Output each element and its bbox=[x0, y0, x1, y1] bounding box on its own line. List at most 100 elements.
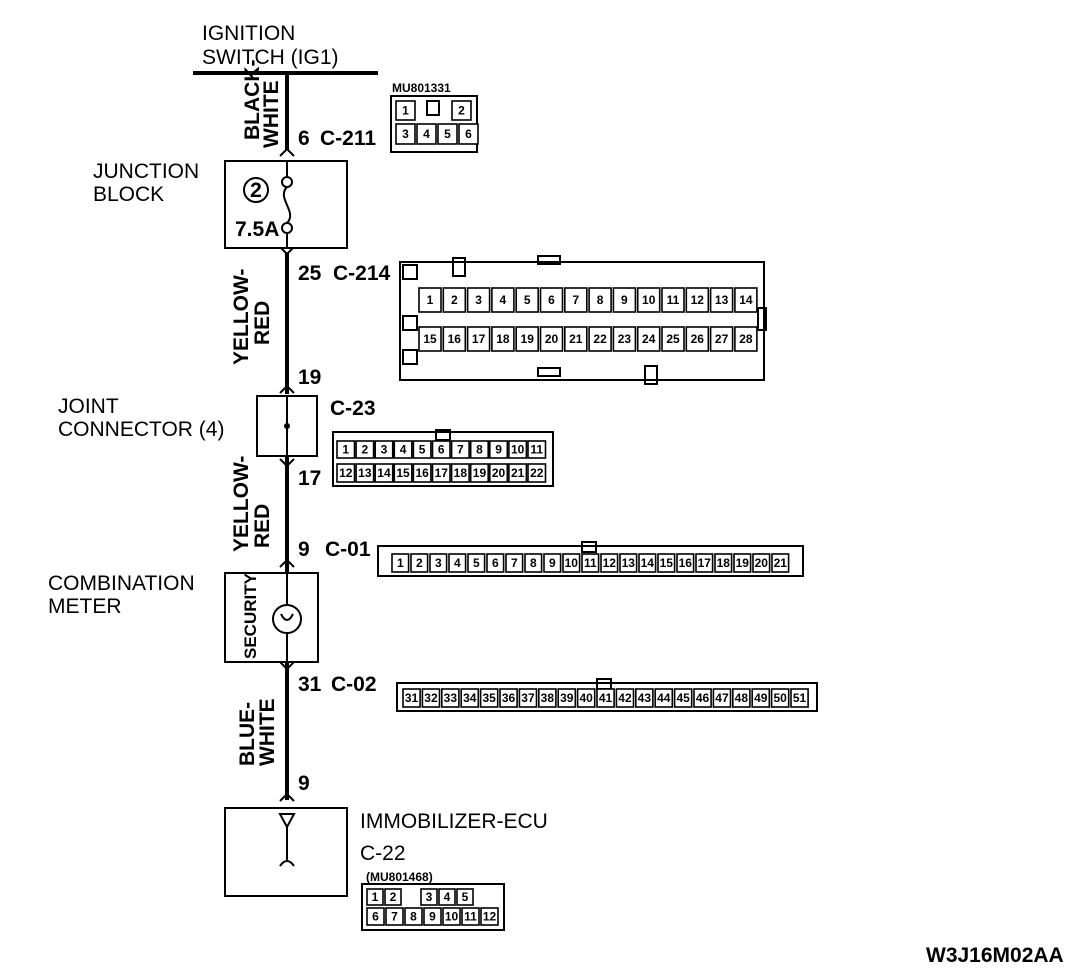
connector-pin-cell bbox=[638, 553, 657, 573]
connector-pin-number: 17 bbox=[698, 556, 712, 570]
c22-part-number: (MU801468) bbox=[366, 870, 433, 884]
connector-pin-cell bbox=[336, 440, 356, 459]
connector-pin-number: 45 bbox=[676, 691, 690, 705]
connector-pin-cell bbox=[491, 326, 515, 352]
connector-pin-number: 21 bbox=[774, 556, 788, 570]
connector-pin-number: 5 bbox=[473, 556, 480, 570]
connector-pin-cell bbox=[508, 440, 528, 459]
connector-pin-cell bbox=[527, 440, 547, 459]
connector-pin-cell bbox=[518, 688, 538, 708]
connector-pin-cell bbox=[636, 326, 661, 352]
connector-pin-cell bbox=[714, 553, 733, 573]
connector-pin-cell bbox=[685, 326, 710, 352]
connector-pin-number: 21 bbox=[569, 332, 583, 346]
immobilizer-connector-id: C-22 bbox=[360, 842, 406, 865]
connector-pin-cell bbox=[515, 287, 540, 313]
connector-pin-number: 7 bbox=[457, 443, 464, 457]
connector-pin-number: 4 bbox=[454, 556, 461, 570]
connector-pin-cell bbox=[734, 326, 758, 352]
connector-pin-cell bbox=[734, 287, 758, 313]
connector-pin-cell bbox=[450, 440, 470, 459]
connector-pin-number: 13 bbox=[622, 556, 636, 570]
wire-color-label-4b: WHITE bbox=[256, 698, 279, 766]
connector-pin-cell bbox=[733, 553, 752, 573]
connector-pin-cell bbox=[486, 553, 505, 573]
connector-pin-number: 15 bbox=[396, 466, 410, 480]
connector-pin-number: 15 bbox=[660, 556, 674, 570]
joint-connector-label-2: CONNECTOR (4) bbox=[58, 418, 224, 441]
connector-pin-number: 11 bbox=[667, 293, 680, 307]
wire-color-label-1a: BLACK- bbox=[241, 60, 264, 140]
connector-pin-cell bbox=[467, 553, 486, 573]
connector-pin-number: 1 bbox=[402, 104, 409, 118]
connector-pin-cell bbox=[508, 463, 528, 483]
connector-pin-cell bbox=[557, 688, 577, 708]
connector-pin-number: 13 bbox=[715, 293, 729, 307]
connector-pin-number: 46 bbox=[696, 691, 710, 705]
junction-block-label-1: JUNCTION bbox=[93, 160, 199, 183]
connector-pin-number: 44 bbox=[657, 691, 671, 705]
connector-pin-cell bbox=[393, 440, 413, 459]
connector-pin-number: 21 bbox=[511, 466, 525, 480]
connector-pin-number: 5 bbox=[524, 293, 531, 307]
connector-pin-cell bbox=[412, 440, 432, 459]
connector-pin-cell bbox=[612, 287, 637, 313]
connector-pin-cell bbox=[410, 553, 429, 573]
connector-pin-number: 6 bbox=[438, 443, 445, 457]
connector-pin-number: 18 bbox=[717, 556, 731, 570]
connector-pin-number: 16 bbox=[679, 556, 693, 570]
connector-pin-cell bbox=[751, 688, 771, 708]
connector-pin-number: 37 bbox=[521, 691, 535, 705]
connector-pin-cell bbox=[423, 907, 442, 926]
connector-pin-number: 12 bbox=[339, 466, 353, 480]
connector-pin-number: 6 bbox=[492, 556, 499, 570]
wire-color-label-2b: RED bbox=[251, 301, 274, 345]
connector-pin-cell bbox=[657, 553, 676, 573]
connector-pin-number: 7 bbox=[572, 293, 579, 307]
connector-pin-cell bbox=[418, 287, 442, 313]
connector-pin-cell bbox=[712, 688, 732, 708]
connector-key bbox=[426, 100, 440, 116]
wire-color-label-2a: YELLOW- bbox=[230, 269, 253, 365]
connector-pin-cell bbox=[421, 688, 441, 708]
connector-pin-cell bbox=[461, 907, 480, 926]
wire-color-label-4a: BLUE- bbox=[236, 702, 259, 766]
connector-pin-number: 15 bbox=[423, 332, 437, 346]
connector-pin-cell bbox=[440, 688, 460, 708]
wire-color-label-3a: YELLOW- bbox=[230, 456, 253, 552]
connector-pin-cell bbox=[685, 287, 710, 313]
connector-pin-number: 14 bbox=[739, 293, 753, 307]
connector-pin-cell bbox=[393, 463, 413, 483]
connector-pin-cell bbox=[438, 888, 456, 906]
connector-pin-cell bbox=[366, 888, 384, 906]
ignition-switch-label-1: IGNITION bbox=[202, 22, 295, 45]
connector-pin-cell bbox=[695, 553, 714, 573]
connector-pin-cell bbox=[619, 553, 638, 573]
connector-pin-number: 14 bbox=[641, 556, 655, 570]
connector-pin-cell bbox=[581, 553, 600, 573]
connector-pin-cell bbox=[442, 326, 467, 352]
connector-pin-cell bbox=[418, 326, 442, 352]
connector-id-c214: C-214 bbox=[333, 262, 391, 285]
connector-pin-cell bbox=[499, 688, 518, 708]
connector-pin-cell bbox=[488, 463, 509, 483]
connector-pin-cell bbox=[752, 553, 771, 573]
connector-pin-number: 12 bbox=[691, 293, 705, 307]
connector-pin-cell bbox=[385, 907, 404, 926]
connector-pin-number: 3 bbox=[475, 293, 482, 307]
connector-pin-number: 6 bbox=[372, 910, 379, 924]
connector-pin-number: 6 bbox=[465, 127, 472, 141]
connector-pin-cell bbox=[355, 463, 375, 483]
connector-pin-number: 1 bbox=[427, 293, 434, 307]
connector-pin-cell bbox=[770, 688, 790, 708]
fuse-icon bbox=[281, 161, 293, 248]
connector-pin-cell bbox=[515, 326, 540, 352]
fuse-number: 2 bbox=[250, 179, 262, 202]
connector-pin-number: 11 bbox=[464, 910, 477, 924]
connector-pin-cell bbox=[612, 326, 637, 352]
connector-pin-cell bbox=[442, 907, 461, 926]
